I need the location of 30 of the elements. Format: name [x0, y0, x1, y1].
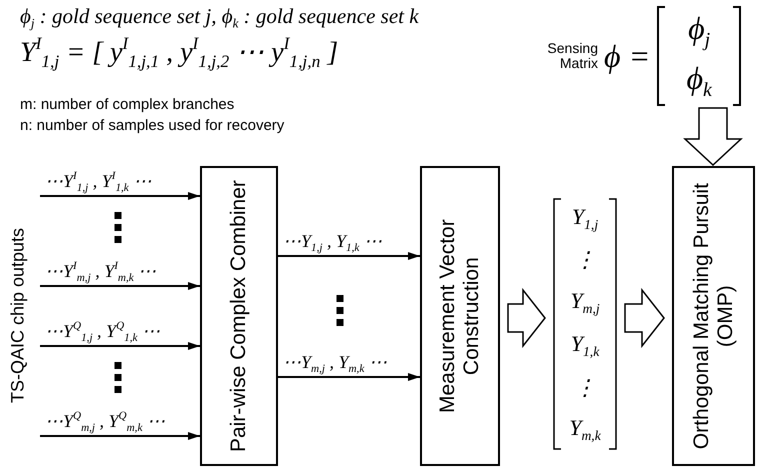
arrow: [278, 252, 420, 260]
vector-entry: Y$_{1,j}$: [572, 204, 598, 233]
block-arrow: [624, 288, 665, 348]
matrix-label: Sensing Matrix: [546, 40, 598, 72]
matrix-symbol: ϕ =: [604, 38, 650, 74]
arrow: [40, 342, 200, 350]
arrow: [40, 192, 200, 200]
vector-entry: Y$_{m,j}$: [570, 288, 600, 317]
arrow: [278, 373, 420, 381]
vector-entry: Y$_{m,k}$: [569, 415, 601, 444]
box-label: Pair-wise Complex Combiner: [226, 179, 251, 454]
block-arrow: [507, 288, 546, 348]
vector-entry: Y$_{1,k}$: [570, 331, 600, 360]
box-label: Orthogonal Matching Pursuit (OMP): [689, 182, 738, 452]
vector-entry: ⋮: [574, 374, 596, 401]
arrow: [40, 282, 200, 290]
matrix-entry: ϕ$_{j}$: [688, 10, 710, 52]
block-arrow: [683, 107, 743, 166]
box-label: Measurement Vector Construction: [436, 218, 484, 415]
process-box: [420, 166, 500, 466]
matrix-entry: ϕ$_{k}$: [686, 60, 712, 102]
note: n: number of samples used for recovery: [20, 117, 284, 134]
vector-entry: ⋮: [574, 247, 596, 274]
title: ϕ$_{j}$ : gold sequence set j, ϕ$_{k}$ : gold sequence set k: [20, 4, 419, 32]
process-box: [200, 166, 278, 466]
note: m: number of complex branches: [20, 96, 234, 113]
arrow: [40, 432, 200, 440]
formula: Y$^{I}$$_{1,j}$ = [ y$^{I}$$_{1,j,1}$ , y$^{I}$$_{1,j,2}$ ⋯ y$^{I}$$_{1,j,n}$ ]: [20, 34, 338, 72]
process-box: [672, 166, 755, 466]
axis-label: TS-QAIC chip outputs: [8, 226, 28, 406]
